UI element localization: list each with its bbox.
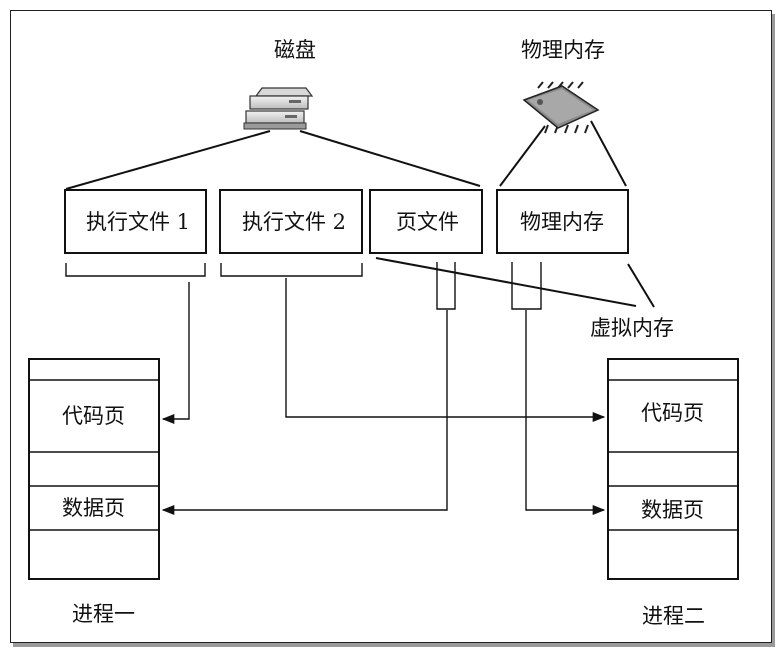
p2-data-page-label: 数据页	[641, 498, 704, 522]
virtual-memory-line-2	[627, 263, 655, 308]
exec-file-1-label: 执行文件 1	[86, 210, 191, 234]
physical-memory-slot	[511, 262, 542, 310]
process-1-name: 进程一	[72, 602, 135, 626]
process-2-name: 进程二	[642, 604, 705, 628]
page-file-label: 页文件	[396, 210, 459, 234]
virtual-memory-label: 虚拟内存	[590, 316, 674, 340]
exec1-bracket	[65, 263, 206, 277]
exec-file-1-box	[64, 189, 207, 254]
exec2-bracket	[220, 263, 363, 277]
exec2-to-p2-code-arrow	[285, 278, 606, 423]
disk-to-pagefile-line	[299, 130, 481, 187]
mem-to-box-left-line	[499, 125, 546, 187]
virtual-memory-line-1	[375, 257, 637, 307]
p1-code-page-label: 代码页	[62, 404, 125, 428]
memory-chip-icon	[522, 81, 600, 134]
p2-code-page-label: 代码页	[641, 401, 704, 425]
mem-to-box-right-line	[590, 120, 627, 187]
physmem-to-p2-data-arrow	[525, 310, 606, 516]
p1-data-page-label: 数据页	[62, 496, 125, 520]
disk-label: 磁盘	[274, 38, 316, 62]
page-file-slot	[436, 262, 456, 310]
disk-drive-icon	[243, 87, 314, 130]
pagefile-to-p1-data-arrow	[161, 310, 448, 516]
disk-to-exec1-line	[65, 130, 271, 190]
exec-file-2-label: 执行文件 2	[242, 210, 347, 234]
exec-file-2-box	[219, 189, 363, 254]
physical-memory-title: 物理内存	[521, 38, 605, 62]
page-file-box	[369, 189, 483, 254]
physical-memory-box	[496, 189, 629, 254]
process-2-column	[607, 358, 739, 580]
physical-memory-box-label: 物理内存	[520, 210, 604, 234]
process-1-column	[28, 358, 160, 580]
exec1-to-p1-code-arrow	[161, 282, 190, 425]
